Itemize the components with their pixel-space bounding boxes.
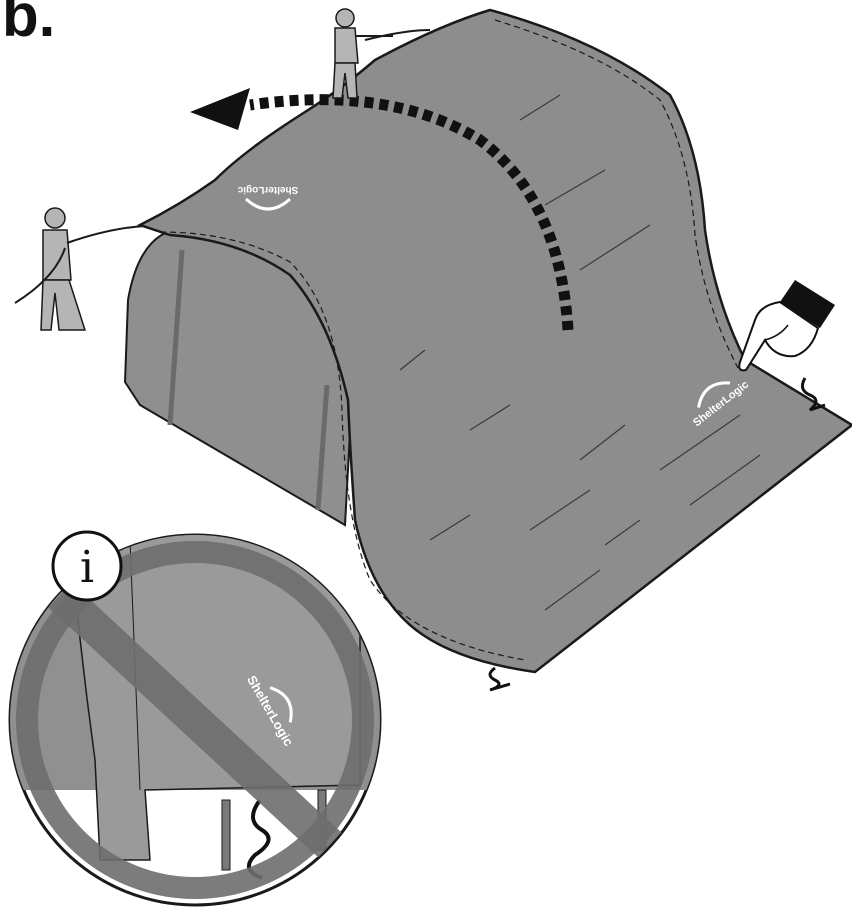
pointing-hand-icon [739, 280, 835, 370]
info-badge-letter: i [80, 542, 94, 593]
person-pulling-rope-icon-2 [15, 208, 145, 330]
brand-text-top: ShelterLogic [237, 184, 298, 195]
info-icon: i [53, 532, 121, 600]
